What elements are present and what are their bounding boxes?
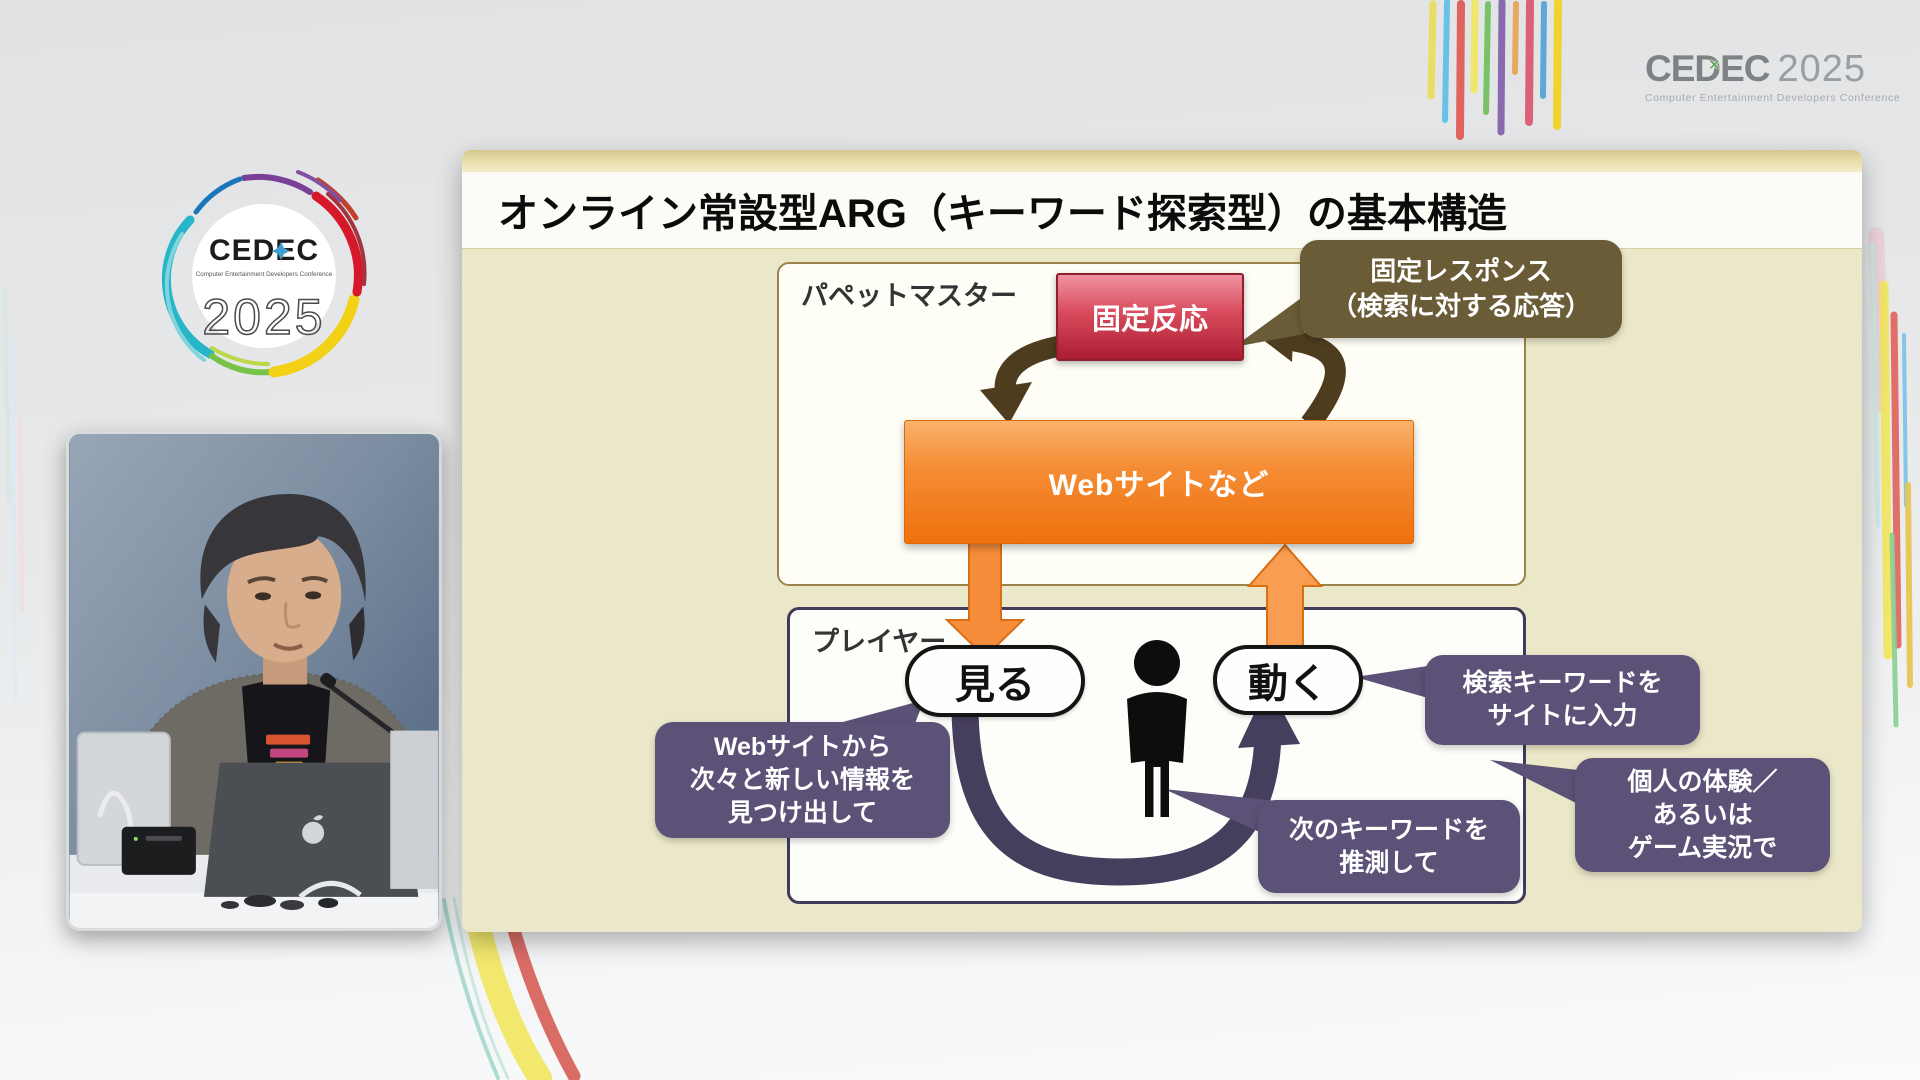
puppet-master-label: パペットマスター bbox=[801, 281, 1017, 311]
fixed-reaction-text: 固定反応 bbox=[1091, 304, 1208, 336]
left-edge-paint-strokes bbox=[2, 287, 25, 702]
response-note: 固定レスポンス （検索に対する応答） bbox=[1300, 240, 1622, 338]
fixed-reaction-box: 固定反応 bbox=[1056, 273, 1244, 361]
desk-and-laptops bbox=[69, 730, 439, 928]
share-note: 個人の体験／ あるいは ゲーム実況で bbox=[1575, 758, 1830, 872]
cedec-year: 2025 bbox=[1777, 48, 1867, 90]
action-see-pill: 見る bbox=[905, 645, 1085, 717]
see-note: Webサイトから 次々と新しい情報を 見つけ出して bbox=[655, 722, 950, 838]
svg-text:CEDEC: CEDEC bbox=[209, 234, 319, 267]
svg-text:2025: 2025 bbox=[202, 289, 325, 345]
slide: オンライン常設型ARG（キーワード探索型）の基本構造 パペットマスター プレイヤ… bbox=[462, 150, 1862, 932]
cedec-subtitle: Computer Entertainment Developers Confer… bbox=[1645, 92, 1901, 104]
cedec-x-icon: ✕ bbox=[1708, 57, 1721, 74]
website-box: Webサイトなど bbox=[904, 420, 1414, 544]
input-note: 検索キーワードを サイトに入力 bbox=[1425, 655, 1700, 745]
cedec-circle-logo: CEDEC Computer Entertainment Developers … bbox=[161, 170, 367, 378]
presenter-photo bbox=[69, 434, 439, 928]
website-text: Webサイトなど bbox=[1048, 469, 1270, 502]
cedec-x-icon bbox=[272, 242, 290, 260]
svg-text:Computer Entertainment Develop: Computer Entertainment Developers Confer… bbox=[196, 271, 333, 278]
slide-top-strip bbox=[462, 150, 1862, 172]
slide-titlebar: オンライン常設型ARG（キーワード探索型）の基本構造 bbox=[462, 172, 1862, 248]
corner-paint-strokes bbox=[1427, 0, 1562, 140]
action-move-pill: 動く bbox=[1213, 645, 1363, 715]
right-edge-paint-strokes bbox=[1868, 227, 1913, 728]
cedec-header-logo: CEDEC✕ 2025 Computer Entertainment Devel… bbox=[1645, 48, 1901, 104]
guess-note: 次のキーワードを 推測して bbox=[1258, 800, 1520, 893]
apple-logo-icon bbox=[302, 815, 325, 844]
slide-title: オンライン常設型ARG（キーワード探索型）の基本構造 bbox=[498, 192, 1507, 236]
cedec-wordmark: CEDEC✕ bbox=[1645, 48, 1771, 89]
presenter-video bbox=[66, 431, 442, 931]
